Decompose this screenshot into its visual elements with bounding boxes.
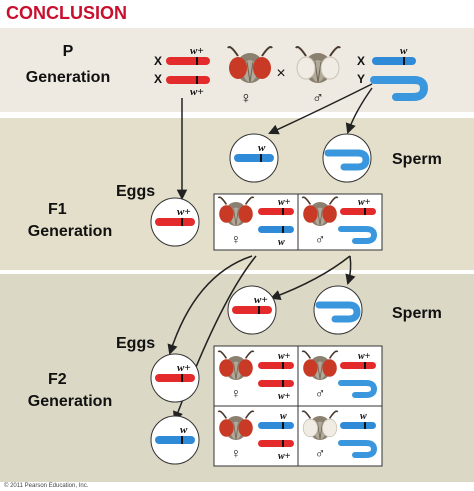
- x-chromosome-red: [258, 440, 294, 447]
- f2-egg-allele-2: w: [180, 424, 188, 436]
- header-title: CONCLUSION: [6, 3, 127, 23]
- x-chromosome-blue: [155, 436, 195, 444]
- p-female-chrom-label-1: X: [154, 54, 162, 68]
- f1-sperm-label: Sperm: [392, 151, 442, 168]
- f2-egg-allele-1: w+: [177, 362, 191, 374]
- f1-gen-label-1: F1: [48, 201, 67, 218]
- f2-offspring-female-1: ♀ w+ w+: [217, 350, 294, 402]
- arrow: [167, 255, 253, 355]
- female-symbol: ♀: [231, 385, 242, 401]
- allele-label: w: [278, 237, 285, 248]
- allele-label: w+: [278, 391, 291, 402]
- f2-sperm-label: Sperm: [392, 305, 442, 322]
- allele-label: w: [360, 411, 367, 422]
- x-chromosome-blue: [372, 57, 416, 65]
- male-symbol: ♂: [315, 445, 326, 461]
- p-male-chrom-label-2: Y: [357, 72, 365, 86]
- x-chromosome-red: [340, 362, 376, 369]
- allele-label: w+: [278, 351, 291, 362]
- y-chromosome-blue: [370, 76, 429, 101]
- x-chromosome-red: [232, 306, 272, 314]
- p-gen-label-1: P: [63, 43, 74, 60]
- x-chromosome-blue: [258, 226, 294, 233]
- p-female-chrom-label-2: X: [154, 72, 162, 86]
- y-chromosome-blue: [338, 226, 378, 244]
- x-chromosome-red: [258, 208, 294, 215]
- f2-gen-label-2: Generation: [28, 393, 112, 410]
- allele-label: w+: [358, 197, 371, 208]
- x-chromosome-blue: [234, 154, 274, 162]
- p-female-allele-1: w+: [190, 45, 204, 57]
- female-symbol: ♀: [231, 445, 242, 461]
- p-male-symbol: ♂: [312, 90, 324, 107]
- copyright-text: © 2011 Pearson Education, Inc.: [4, 482, 89, 489]
- f1-gen-label-2: Generation: [28, 223, 112, 240]
- p-female-allele-2: w+: [190, 86, 204, 98]
- x-chromosome-red: [258, 380, 294, 387]
- y-chromosome-blue: [338, 440, 378, 458]
- male-symbol: ♂: [315, 385, 326, 401]
- arrow: [268, 83, 373, 135]
- cross-symbol: ×: [276, 65, 285, 82]
- p-male-allele: w: [400, 45, 408, 57]
- arrow: [345, 255, 356, 286]
- x-chromosome-blue: [340, 422, 376, 429]
- f2-offspring-male-2: ♂ w: [301, 410, 378, 461]
- f1-offspring-male: ♂ w+: [301, 196, 378, 247]
- f2-eggs-label: Eggs: [116, 335, 155, 352]
- p-gen-label-2: Generation: [26, 69, 110, 86]
- f1-egg-allele: w+: [177, 206, 191, 218]
- x-chromosome-red: [166, 57, 210, 65]
- p-male-chrom-label-1: X: [357, 54, 365, 68]
- x-chromosome-red: [166, 76, 210, 84]
- x-chromosome-red: [258, 362, 294, 369]
- x-chromosome-red: [155, 374, 195, 382]
- f2-sperm-x-allele: w+: [254, 294, 268, 306]
- f1-sperm-x-allele: w: [258, 142, 266, 154]
- x-chromosome-red: [340, 208, 376, 215]
- x-chromosome-blue: [258, 422, 294, 429]
- x-chromosome-red: [155, 218, 195, 226]
- allele-label: w+: [278, 197, 291, 208]
- allele-label: w+: [358, 351, 371, 362]
- male-symbol: ♂: [315, 231, 326, 247]
- arrow: [345, 87, 373, 134]
- f2-offspring-male-1: ♂ w+: [301, 350, 378, 401]
- y-chromosome-blue: [338, 380, 378, 398]
- y-chromosome-blue: [315, 301, 361, 323]
- y-chromosome-blue: [324, 149, 370, 171]
- f1-offspring-female: ♀ w+ w: [217, 196, 294, 248]
- allele-label: w: [280, 411, 287, 422]
- female-symbol: ♀: [231, 231, 242, 247]
- arrow: [270, 255, 351, 300]
- f2-offspring-female-2: ♀ w w+: [217, 410, 294, 462]
- allele-label: w+: [278, 451, 291, 462]
- p-female-symbol: ♀: [240, 90, 252, 107]
- f2-gen-label-1: F2: [48, 371, 67, 388]
- f1-eggs-label: Eggs: [116, 183, 155, 200]
